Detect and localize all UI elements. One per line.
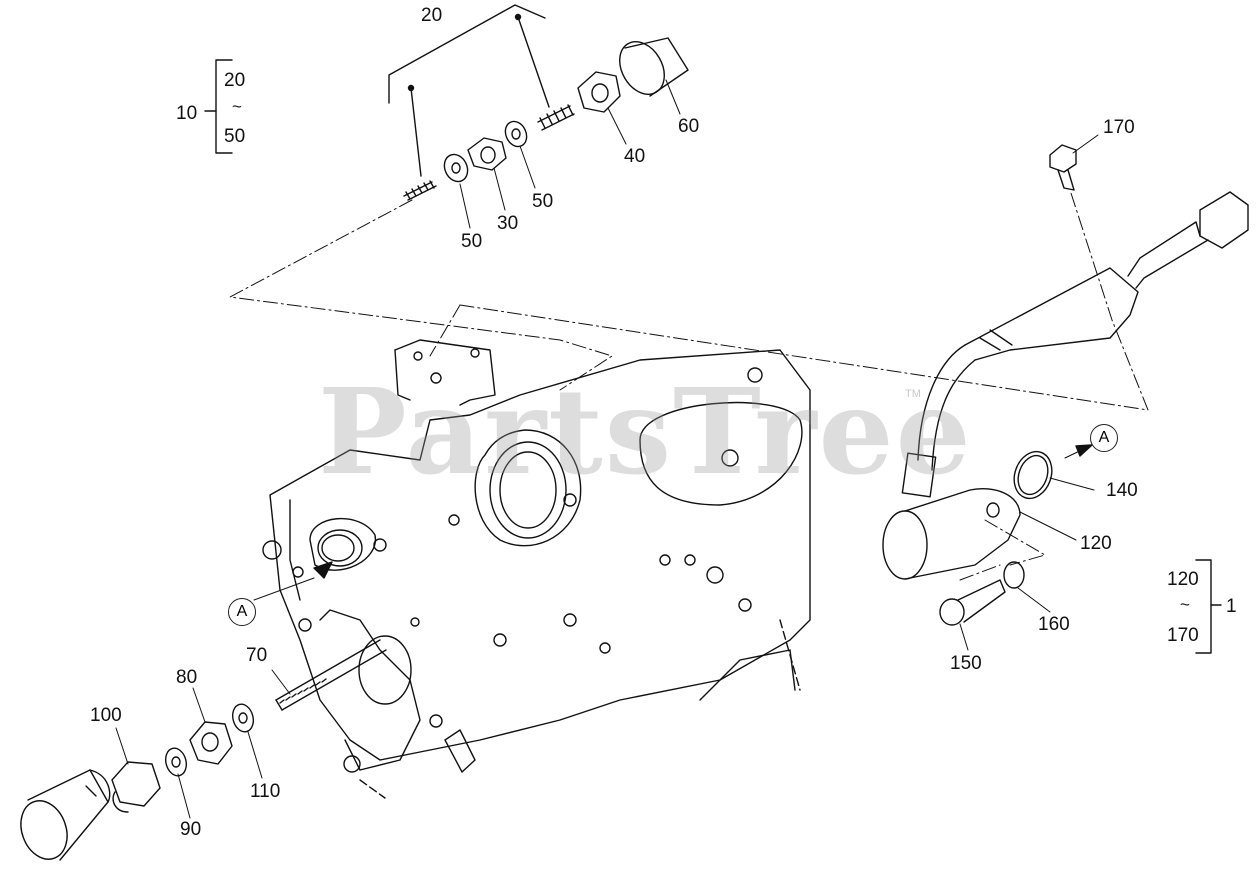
callout-20-top: 20 [421, 5, 443, 26]
callout-120-range: 120 [1167, 569, 1199, 590]
range-brace-10 [204, 59, 233, 154]
callout-60: 60 [678, 116, 700, 137]
leader-lines [115, 79, 1099, 819]
part-solenoid-120 [882, 488, 1021, 580]
part-washer-50a [443, 153, 469, 183]
part-spring-20 [537, 104, 575, 131]
callout-110: 110 [250, 781, 281, 802]
part-stud-70 [275, 617, 420, 711]
part-capnut-100 [111, 761, 161, 813]
part-oring-140 [1013, 450, 1053, 500]
bracket-20 [388, 4, 550, 177]
callout-20-range: 20 [224, 70, 246, 91]
reference-marker-a-right: A [1090, 424, 1118, 452]
callout-1: 1 [1226, 596, 1237, 617]
callout-50-b: 50 [461, 231, 483, 252]
callout-70: 70 [246, 645, 268, 666]
engine-block [262, 339, 811, 799]
callout-150: 150 [950, 653, 982, 674]
range-brace-1 [1195, 559, 1222, 654]
part-spring-small [403, 180, 437, 201]
reference-marker-a-left: A [228, 598, 256, 626]
part-bolt-150 [939, 579, 1006, 626]
part-nut-30 [467, 137, 507, 171]
callout-50-range: 50 [224, 126, 246, 147]
part-washer-110 [231, 703, 255, 733]
callout-tilde-left: ~ [232, 97, 242, 116]
callout-50-a: 50 [532, 191, 554, 212]
callout-100: 100 [90, 705, 122, 726]
part-washer-50b [504, 120, 528, 148]
callout-tilde-right: ~ [1180, 595, 1190, 614]
callout-140: 140 [1106, 480, 1138, 501]
part-solenoid-harness [901, 191, 1249, 498]
watermark: PartsTree [318, 362, 973, 501]
reference-arrows [313, 444, 1093, 579]
callout-160: 160 [1038, 614, 1070, 635]
part-nut-40 [577, 71, 621, 113]
part-cap-60 [619, 37, 689, 97]
part-bolt-170 [1049, 144, 1077, 191]
part-washer-90 [164, 747, 188, 777]
callout-170: 170 [1103, 117, 1135, 138]
callout-40: 40 [624, 146, 646, 167]
part-nut-80 [189, 721, 233, 765]
watermark-trademark: TM [905, 388, 921, 400]
part-washer-160 [1003, 561, 1025, 589]
callout-90: 90 [180, 819, 202, 840]
callout-10: 10 [176, 103, 198, 124]
callout-30: 30 [497, 213, 519, 234]
callout-80: 80 [176, 667, 198, 688]
assembly-guide-lines [229, 189, 1149, 581]
callout-120: 120 [1080, 533, 1112, 554]
callout-170-range: 170 [1167, 625, 1199, 646]
part-sleeve-cap [20, 769, 111, 861]
